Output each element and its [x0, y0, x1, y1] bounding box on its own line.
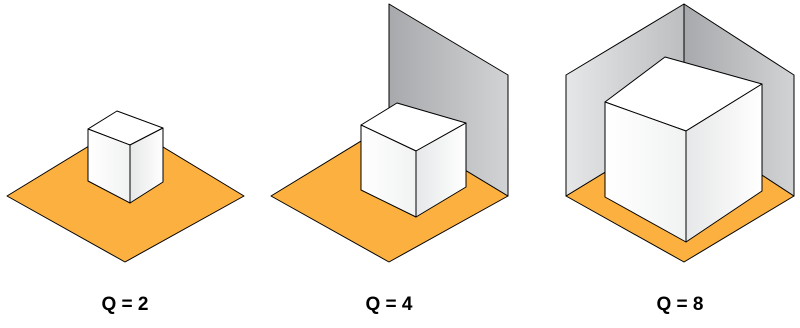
- cube: [360, 102, 467, 218]
- cube-right-face: [685, 83, 763, 243]
- back-wall: [388, 3, 509, 197]
- panel-q4: Q = 4: [270, 3, 509, 315]
- cube-right-face: [129, 127, 164, 204]
- panel-q2: Q = 2: [6, 110, 245, 315]
- cube: [87, 110, 164, 204]
- panel-q8: Q = 8: [565, 3, 795, 315]
- cube: [604, 56, 763, 243]
- cube-right-face: [415, 122, 467, 218]
- panel-label: Q = 4: [366, 294, 413, 315]
- panel-label: Q = 8: [657, 294, 704, 315]
- panel-label: Q = 2: [102, 294, 149, 315]
